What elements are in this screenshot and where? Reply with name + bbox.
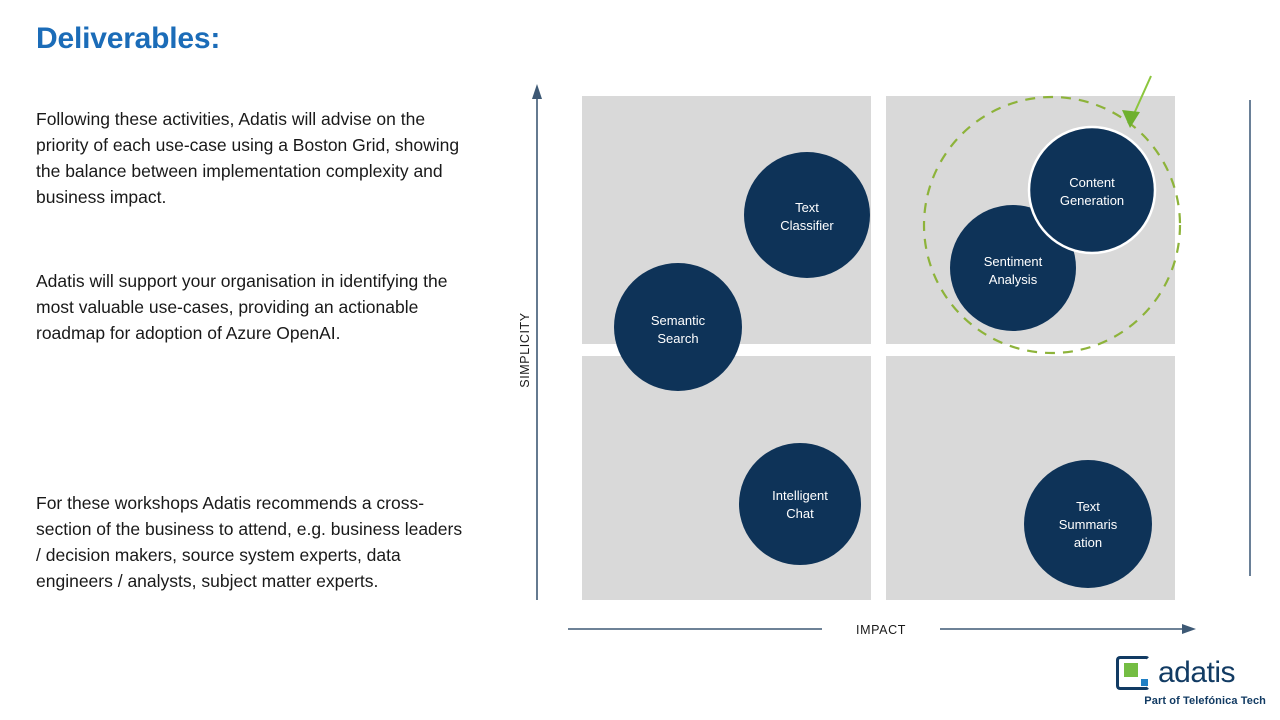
bubble-label-line-1: Semantic xyxy=(651,313,706,328)
bubble-label-line-1: Intelligent xyxy=(772,488,828,503)
bubble-intelligent-chat[interactable]: Intelligent Chat xyxy=(739,443,861,565)
bubble-label-line-2: Chat xyxy=(786,506,814,521)
x-axis-arrowhead xyxy=(1182,624,1196,634)
logo-green-square xyxy=(1124,663,1138,677)
body-paragraph-1: Following these activities, Adatis will … xyxy=(36,109,460,207)
bubble-semantic-search[interactable]: Semantic Search xyxy=(614,263,742,391)
logo-bracket-shape xyxy=(1116,656,1150,690)
adatis-mark-icon xyxy=(1116,656,1150,690)
quadrant-bottom-left xyxy=(582,356,871,600)
y-axis-label: SIMPLICITY xyxy=(518,312,532,388)
body-paragraph-2: Adatis will support your organisation in… xyxy=(36,271,448,343)
bubble-label-line-2: Classifier xyxy=(780,218,834,233)
bubble-group: Semantic Search Text Classifier Sentimen… xyxy=(614,125,1157,588)
page-title: Deliverables: xyxy=(36,22,221,55)
bubble-text-classifier[interactable]: Text Classifier xyxy=(744,152,870,278)
quadrant-tiles xyxy=(582,96,1175,600)
bubble-label-line-2: Generation xyxy=(1060,193,1124,208)
bubble-label-line-1: Text xyxy=(795,200,819,215)
x-axis-label: IMPACT xyxy=(856,623,906,637)
body-paragraph-3: For these workshops Adatis recommends a … xyxy=(36,493,463,591)
text-column: Deliverables: Following these activities… xyxy=(36,22,486,591)
quadrant-bottom-right xyxy=(886,356,1175,600)
bubble-label-line-2: Summaris xyxy=(1059,517,1118,532)
bubble-text-summarisation[interactable]: Text Summaris ation xyxy=(1024,460,1152,588)
bubble-label-line-1: Text xyxy=(1076,499,1100,514)
bubble-label-line-2: Analysis xyxy=(989,272,1038,287)
priority-highlight-ring xyxy=(922,95,1182,355)
bubble-label-line-1: Sentiment xyxy=(984,254,1043,269)
bubble-label-line-2: Search xyxy=(657,331,698,346)
logo-blue-dot xyxy=(1141,679,1148,686)
y-axis-arrowhead xyxy=(532,84,542,99)
bubble-label-line-1: Content xyxy=(1069,175,1115,190)
bubble-content-generation[interactable]: Content Generation xyxy=(1027,125,1157,255)
quadrant-top-left xyxy=(582,96,871,344)
y-axis: SIMPLICITY xyxy=(518,84,542,600)
x-axis: IMPACT xyxy=(568,623,1196,637)
logo-wordmark: adatis xyxy=(1158,656,1236,689)
adatis-logo: adatis Part of Telefónica Tech xyxy=(1116,654,1266,712)
bubble-label-line-3: ation xyxy=(1074,535,1102,550)
bubble-sentiment-analysis[interactable]: Sentiment Analysis xyxy=(950,205,1076,331)
logo-tagline: Part of Telefónica Tech xyxy=(1144,695,1266,707)
highlight-callout-arrow xyxy=(1122,75,1152,128)
quadrant-top-right xyxy=(886,96,1175,344)
